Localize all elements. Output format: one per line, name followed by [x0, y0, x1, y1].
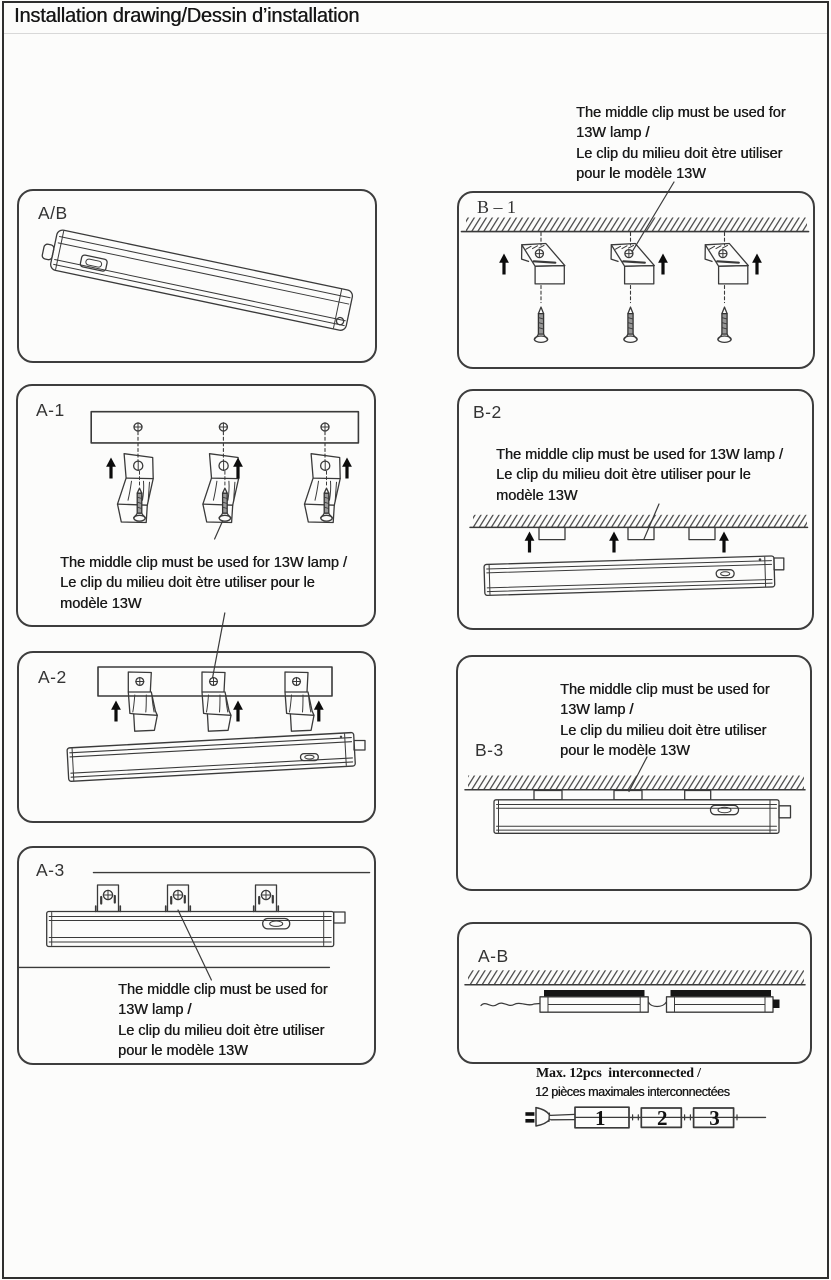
svg-text:2: 2 [657, 1106, 668, 1130]
svg-text:1: 1 [595, 1106, 606, 1130]
svg-text:3: 3 [709, 1106, 720, 1130]
